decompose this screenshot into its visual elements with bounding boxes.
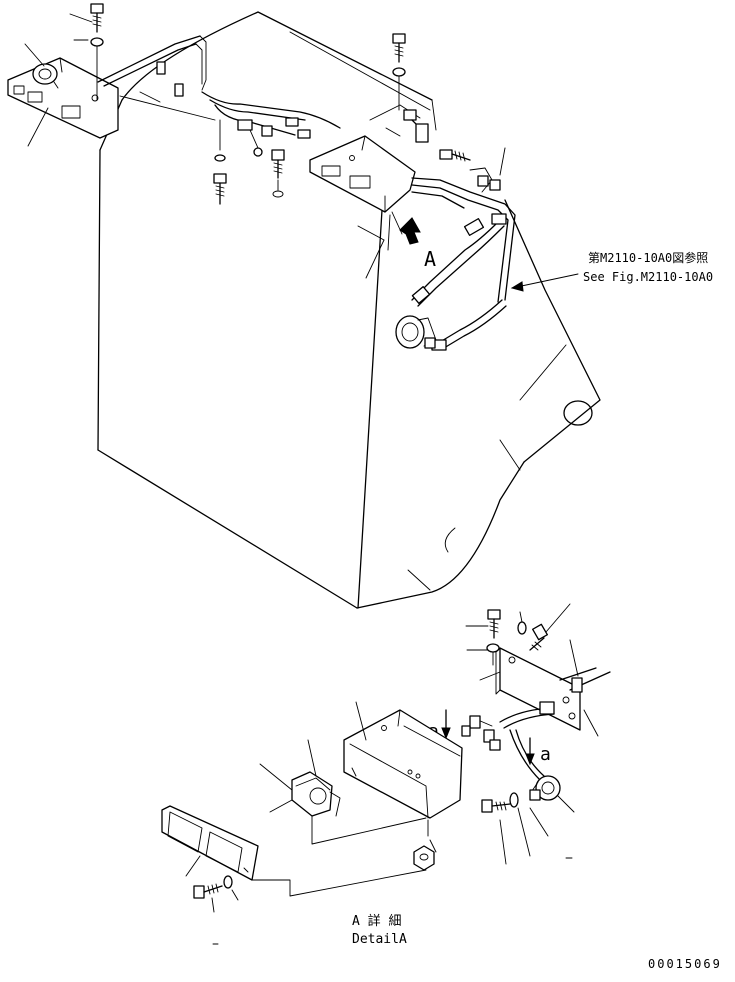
detail-bolt-lower — [481, 792, 573, 865]
detail-work-light — [259, 739, 427, 845]
section-arrow-a-left — [441, 709, 451, 740]
leader-lines-top — [24, 13, 506, 279]
upper-left-lamp-housing — [7, 57, 119, 139]
detail-bolt-right — [517, 603, 571, 651]
detail-nut — [413, 819, 437, 871]
upper-wiring-pipe — [97, 35, 216, 121]
horn-harness — [411, 213, 507, 351]
reference-label-jp: 第M2110-10A0図参照 — [588, 250, 708, 265]
cab-body — [97, 11, 601, 609]
reference-arrow — [510, 273, 579, 292]
section-marker-2: a — [540, 744, 551, 765]
center-connector — [271, 149, 285, 198]
upper-right-bolt — [392, 33, 406, 111]
section-arrow-a-right — [525, 737, 535, 766]
reference-label-en: See Fig.M2110-10A0 — [583, 270, 713, 284]
detail-lens-cover — [161, 805, 427, 897]
drawing-number: 00015069 — [648, 957, 722, 971]
detail-horn — [529, 775, 575, 837]
right-side-fittings — [369, 104, 516, 303]
view-marker: A — [424, 247, 436, 271]
detail-bolt-top — [465, 609, 501, 666]
upper-left-bolt — [90, 3, 104, 101]
detail-caption-en: DetailA — [352, 932, 407, 947]
upper-horn — [395, 315, 437, 349]
detail-caption-jp: A 詳 細 — [352, 913, 401, 929]
upper-center-lamp-housing — [309, 135, 416, 213]
view-arrow-a — [391, 211, 421, 245]
center-bolt-left — [213, 119, 227, 205]
detail-lamp-housing — [343, 701, 463, 819]
detail-harness — [461, 701, 555, 781]
central-wiring-harness — [201, 91, 341, 157]
detail-lower-screw — [193, 875, 239, 945]
detail-mounting-bracket — [479, 639, 611, 737]
